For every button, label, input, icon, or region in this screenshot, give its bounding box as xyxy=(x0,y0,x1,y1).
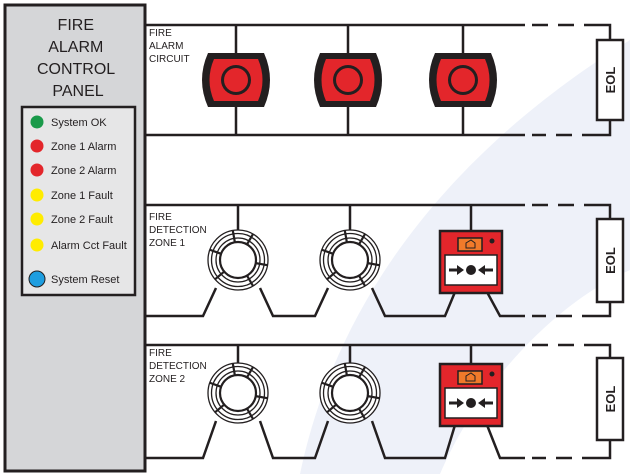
indicator-label: Zone 2 Alarm xyxy=(51,165,116,177)
indicator-zone-1-alarm: Zone 1 Alarm xyxy=(30,139,116,153)
led-icon xyxy=(30,139,44,153)
led-icon xyxy=(30,188,44,202)
led-icon xyxy=(30,212,44,226)
indicator-alarm-cct-fault: Alarm Cct Fault xyxy=(30,238,127,252)
smoke-detector-icon xyxy=(319,345,381,424)
indicator-label: Zone 1 Fault xyxy=(51,190,113,202)
reset-button-icon xyxy=(28,270,46,288)
smoke-detector-icon xyxy=(207,345,269,424)
indicator-zone-1-fault: Zone 1 Fault xyxy=(30,188,113,202)
wire xyxy=(598,203,612,318)
indicator-label: Zone 2 Fault xyxy=(51,214,113,226)
wire xyxy=(598,343,612,460)
wire xyxy=(598,23,612,137)
eol-label: EOL xyxy=(603,386,618,413)
indicator-zone-2-alarm: Zone 2 Alarm xyxy=(30,163,116,177)
indicator-label: Zone 1 Alarm xyxy=(51,141,116,153)
indicator-label: System Reset xyxy=(51,274,119,286)
eol-label: EOL xyxy=(603,67,618,94)
led-icon xyxy=(30,238,44,252)
manual-call-point-icon xyxy=(438,205,504,295)
smoke-detector-icon xyxy=(207,205,269,291)
smoke-detector-icon xyxy=(319,205,381,291)
eol-resistor: EOL xyxy=(595,356,625,442)
led-icon xyxy=(30,115,44,129)
indicator-label: System OK xyxy=(51,117,107,129)
alarm-sounder-icon xyxy=(429,25,497,135)
alarm-sounder-icon xyxy=(202,25,270,135)
eol-resistor: EOL xyxy=(595,217,625,304)
wire xyxy=(145,420,525,460)
indicator-zone-2-fault: Zone 2 Fault xyxy=(30,212,113,226)
eol-resistor: EOL xyxy=(595,38,625,122)
alarm-sounder-icon xyxy=(314,25,382,135)
eol-label: EOL xyxy=(603,247,618,274)
led-icon xyxy=(30,163,44,177)
indicator-label: Alarm Cct Fault xyxy=(51,240,127,252)
system-reset-button[interactable]: System Reset xyxy=(28,270,119,288)
manual-call-point-icon xyxy=(438,345,504,428)
wire xyxy=(145,287,525,318)
indicator-box xyxy=(20,105,137,297)
indicator-system-ok: System OK xyxy=(30,115,107,129)
panel-title: FIRE ALARM CONTROL PANEL xyxy=(37,17,119,100)
